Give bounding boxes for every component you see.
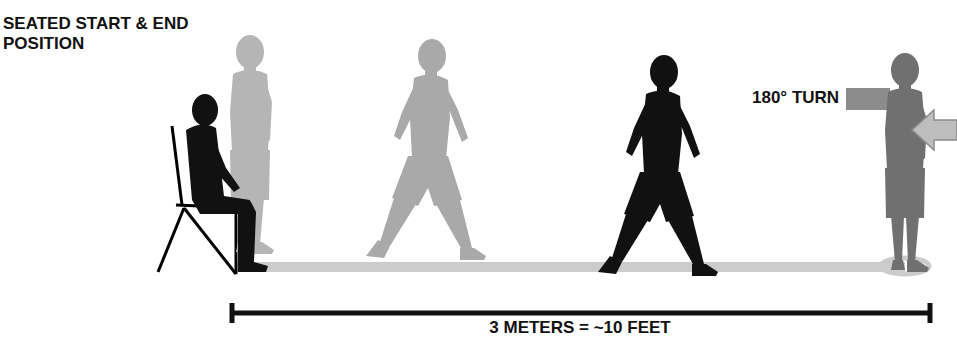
position-label: SEATED START & END POSITION bbox=[3, 14, 198, 55]
standing-figure bbox=[885, 53, 929, 272]
seated-figure bbox=[186, 94, 268, 272]
walking-figure bbox=[598, 55, 718, 276]
turn-label: 180° TURN bbox=[752, 88, 862, 108]
turn-arrow bbox=[912, 110, 957, 150]
turn-arrow bbox=[846, 88, 890, 110]
dimension-label: 3 METERS = ~10 FEET bbox=[330, 318, 830, 338]
walking-figure bbox=[366, 39, 486, 260]
floor-path bbox=[235, 262, 905, 272]
